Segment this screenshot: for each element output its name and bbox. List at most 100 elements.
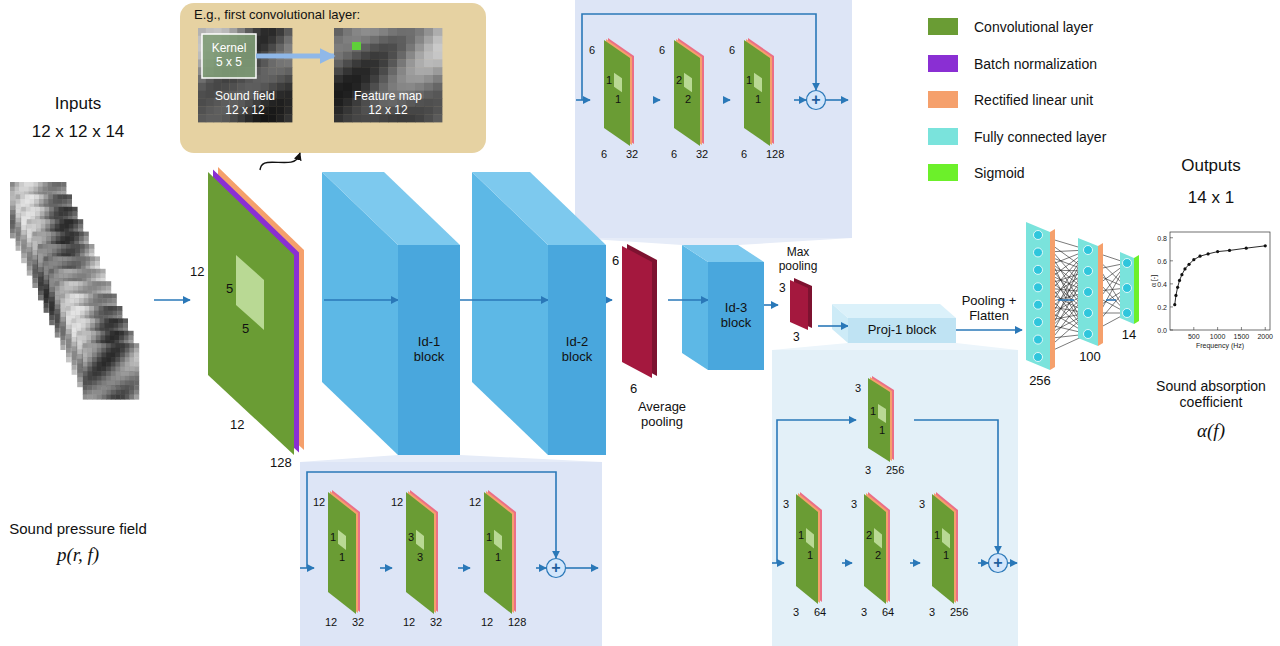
pixel: [32, 250, 37, 255]
pixel: [44, 284, 49, 289]
pixel: [74, 232, 79, 237]
pixel: [198, 114, 206, 122]
pixel: [81, 318, 86, 323]
pixel: [21, 258, 26, 263]
pixel: [49, 269, 54, 274]
pixel: [74, 236, 79, 241]
pixel: [343, 99, 352, 107]
pixel: [55, 314, 60, 319]
pixel: [343, 67, 352, 75]
pixel: [424, 99, 433, 107]
pixel: [361, 44, 370, 52]
pixel: [123, 318, 128, 323]
pixel: [61, 244, 66, 249]
pixel: [276, 114, 284, 122]
pixel: [415, 114, 424, 122]
pixel: [89, 311, 94, 316]
pixel: [334, 28, 343, 36]
callout-ground: [180, 3, 486, 153]
pixel: [65, 294, 70, 299]
pixel: [57, 244, 62, 249]
pixel: [87, 273, 92, 278]
pixel: [370, 36, 379, 44]
pixel: [433, 28, 442, 36]
kernel-overlay: [202, 34, 256, 78]
pixel: [73, 281, 78, 286]
pixel: [65, 236, 70, 241]
pixel: [388, 75, 397, 83]
pixel: [10, 205, 15, 210]
connector-arrow: [460, 299, 548, 301]
pixel: [69, 219, 74, 224]
pixel: [261, 75, 269, 83]
pixel: [433, 36, 442, 44]
pixel: [38, 286, 43, 291]
panel-input-arrow: [772, 562, 784, 564]
pixel: [32, 283, 37, 288]
pixel: [59, 281, 64, 286]
pixel: [74, 294, 79, 299]
pixel: [68, 211, 73, 216]
pixel: [32, 264, 37, 269]
pixel: [76, 318, 81, 323]
pixel: [72, 261, 77, 266]
pixel: [433, 59, 442, 67]
pixel: [45, 207, 50, 212]
pixel: [73, 273, 78, 278]
pixel: [59, 273, 64, 278]
pixel: [37, 232, 42, 237]
pixel: [63, 273, 68, 278]
pixel: [334, 59, 343, 67]
pixel: [55, 323, 60, 328]
pixel: [21, 253, 26, 258]
pixel: [113, 306, 118, 311]
pixel: [32, 274, 37, 279]
pixel: [112, 298, 117, 303]
pixel: [72, 256, 77, 261]
pixel: [60, 340, 65, 345]
pixel: [78, 224, 83, 229]
pixel: [343, 36, 352, 44]
connector-arrow: [1058, 299, 1074, 301]
pixel: [424, 59, 433, 67]
pixel: [269, 75, 277, 83]
pixel: [10, 224, 15, 229]
pixel: [79, 236, 84, 241]
pixel: [71, 244, 76, 249]
pixel: [415, 67, 424, 75]
connector-arrow: [818, 325, 848, 327]
pixel: [27, 243, 32, 248]
pixel: [16, 208, 21, 213]
pixel: [44, 308, 49, 313]
pixel: [269, 59, 277, 67]
pixel: [64, 219, 69, 224]
pixel: [379, 52, 388, 60]
pixel: [88, 298, 93, 303]
pixel: [58, 199, 63, 204]
pixel: [45, 219, 50, 224]
pixel: [198, 83, 206, 91]
pixel: [68, 269, 73, 274]
pixel: [21, 244, 26, 249]
pixel: [46, 236, 51, 241]
pixel: [361, 67, 370, 75]
block-top: [472, 172, 606, 245]
pixel: [214, 114, 222, 122]
pixel: [48, 199, 53, 204]
pixel: [415, 75, 424, 83]
pixel: [424, 106, 433, 114]
pixel: [276, 36, 284, 44]
pixel: [87, 286, 92, 291]
pixel: [27, 247, 32, 252]
pixel: [42, 232, 47, 237]
pixel: [49, 283, 54, 288]
pixel: [49, 287, 54, 292]
pixel: [101, 286, 106, 291]
pixel: [57, 249, 62, 254]
pixel: [361, 36, 370, 44]
pixel: [424, 36, 433, 44]
pixel: [269, 114, 277, 122]
pixel: [60, 331, 65, 336]
pixel: [26, 207, 31, 212]
